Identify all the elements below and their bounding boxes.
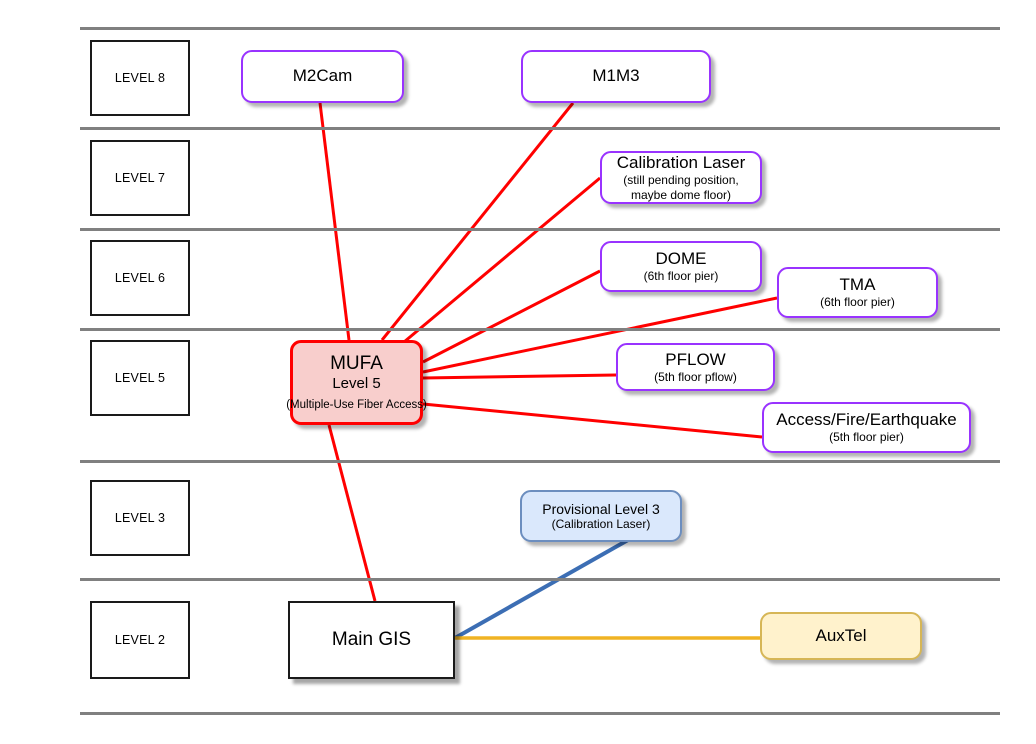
node-subtitle: (still pending position,: [623, 173, 739, 188]
node-dome[interactable]: DOME(6th floor pier): [600, 241, 762, 292]
level-marker-label: LEVEL 5: [114, 370, 166, 385]
divider-level-7-6: [80, 228, 1000, 231]
node-subtitle: (Calibration Laser): [551, 517, 651, 532]
node-auxtel[interactable]: AuxTel: [760, 612, 922, 660]
node-m2cam[interactable]: M2Cam: [241, 50, 404, 103]
node-m1m3[interactable]: M1M3: [521, 50, 711, 103]
node-subtitle: (5th floor pier): [829, 430, 904, 445]
node-title: PFLOW: [665, 349, 726, 369]
node-tma[interactable]: TMA(6th floor pier): [777, 267, 938, 318]
level-marker-level-2: LEVEL 2: [90, 601, 190, 679]
node-title: MUFA: [330, 352, 383, 374]
level-marker-label: LEVEL 7: [114, 170, 166, 185]
divider-above-level-8: [80, 27, 1000, 30]
level-marker-level-5: LEVEL 5: [90, 340, 190, 416]
link-mufa-calibration-laser: [403, 176, 601, 344]
node-note: (Multiple-Use Fiber Access): [286, 398, 427, 411]
node-access-fire-earthquake[interactable]: Access/Fire/Earthquake(5th floor pier): [762, 402, 971, 453]
node-pflow[interactable]: PFLOW(5th floor pflow): [616, 343, 775, 391]
node-subtitle: (6th floor pier): [643, 269, 719, 284]
node-provisional-level-3[interactable]: Provisional Level 3(Calibration Laser): [520, 490, 682, 542]
link-mufa-dome: [422, 269, 601, 364]
node-title: Calibration Laser: [616, 153, 746, 173]
node-main-gis[interactable]: Main GIS: [288, 601, 455, 679]
node-subtitle: (5th floor pflow): [654, 369, 737, 384]
node-title: AuxTel: [815, 625, 867, 645]
level-marker-level-3: LEVEL 3: [90, 480, 190, 556]
node-calibration-laser[interactable]: Calibration Laser(still pending position…: [600, 151, 762, 204]
link-main-gis-provisional-level-3: [454, 538, 629, 640]
node-title: M2Cam: [292, 66, 353, 86]
divider-below-level-2: [80, 712, 1000, 715]
level-marker-level-7: LEVEL 7: [90, 140, 190, 216]
level-marker-label: LEVEL 3: [114, 510, 166, 525]
node-title: M1M3: [592, 66, 640, 86]
divider-level-8-7: [80, 127, 1000, 130]
link-mufa-m2cam: [318, 102, 351, 341]
node-title: DOME: [655, 249, 707, 269]
node-title: Main GIS: [331, 628, 412, 650]
level-marker-level-6: LEVEL 6: [90, 240, 190, 316]
link-mufa-pflow: [422, 373, 617, 380]
level-marker-level-8: LEVEL 8: [90, 40, 190, 116]
divider-level-5-3: [80, 460, 1000, 463]
node-title: Provisional Level 3: [542, 500, 660, 517]
node-subtitle: (6th floor pier): [820, 295, 895, 310]
divider-level-3-2: [80, 578, 1000, 581]
link-mufa-access: [422, 402, 763, 439]
node-title: Access/Fire/Earthquake: [776, 410, 957, 430]
level-marker-label: LEVEL 8: [114, 70, 166, 85]
divider-level-6-5: [80, 328, 1000, 331]
link-mufa-main-gis: [327, 424, 377, 602]
node-subtitle: Level 5: [332, 375, 381, 393]
node-subtitle-line2: maybe dome floor): [630, 187, 732, 202]
level-marker-label: LEVEL 6: [114, 270, 166, 285]
level-marker-label: LEVEL 2: [114, 632, 166, 647]
link-mufa-m1m3: [380, 102, 575, 341]
node-title: TMA: [839, 275, 876, 295]
